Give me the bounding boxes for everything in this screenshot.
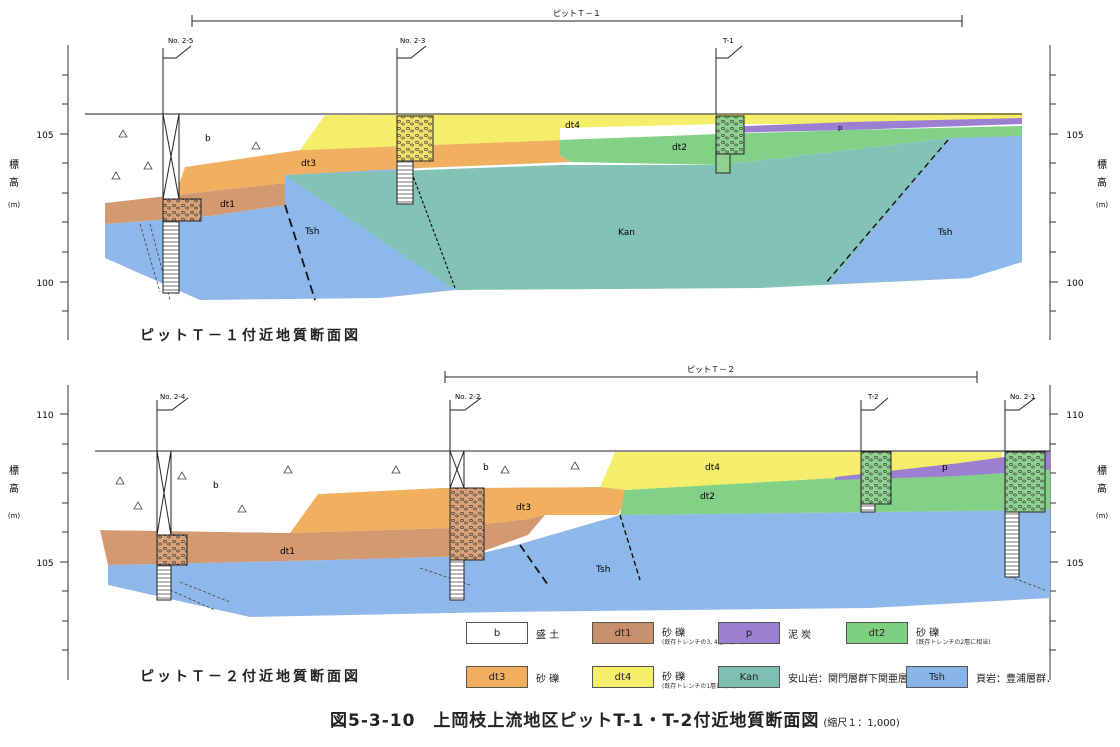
pit-t2-label: ピットＴ－２: [687, 365, 735, 374]
layer-label-dt4: dt4: [705, 463, 720, 473]
legend-note-dt2: (既存トレンチの2層に相当): [916, 639, 991, 646]
elevation-axis-left-2: 110 105 標 高 (m): [8, 385, 69, 680]
legend-text-p: 泥 炭: [788, 630, 812, 641]
borehole-no2-2: No. 2-2: [449, 393, 485, 601]
layer-tsh-right-1: [828, 136, 1022, 284]
elev-tick-100: 100: [36, 279, 53, 289]
legend-swatch-dt2: dt2: [846, 622, 908, 644]
legend-text-kan: 安山岩：関門層群下関亜層群: [788, 674, 918, 685]
legend-swatch-dt4: dt4: [592, 666, 654, 688]
pit-t1-span: ピットＴ－１: [191, 9, 963, 27]
borehole-t2: T-2: [860, 393, 892, 513]
legend-swatch-kan: Kan: [718, 666, 780, 688]
legend-text-dt4: 砂 礫: [662, 672, 686, 683]
section-1-title: ピットＴ－１付近地質断面図: [140, 328, 361, 344]
layer-dt1-2: [100, 515, 545, 565]
elev-tick-100: 100: [1066, 279, 1083, 289]
borehole-no2-4: No. 2-4: [156, 393, 189, 601]
legend: b 盛 土 dt1 砂 礫 (既存トレンチの3, 4層に相当) p 泥 炭 dt…: [466, 622, 1056, 694]
borehole-label: No. 2-3: [400, 37, 425, 45]
borehole-no2-5: No. 2-5: [162, 37, 202, 294]
borehole-label: No. 2-1: [1010, 393, 1035, 401]
legend-text-tsh: 頁岩：豊浦層群．: [976, 674, 1056, 685]
layer-label-p: p: [838, 124, 843, 132]
side-label-char: 標: [9, 464, 19, 477]
layer-label-tsh: Tsh: [595, 565, 610, 575]
legend-text-dt1: 砂 礫: [662, 628, 686, 639]
legend-swatch-b: b: [466, 622, 528, 644]
legend-note-dt4: (既存トレンチの1層に相当): [662, 683, 737, 690]
elev-tick-110: 110: [1066, 411, 1083, 421]
layer-p-1: [720, 118, 1022, 133]
layer-dt2-1: [560, 126, 1022, 165]
borehole-label: T-1: [722, 37, 734, 45]
side-label-char: 高: [9, 176, 19, 189]
elev-tick-105: 105: [36, 559, 53, 569]
layer-label-dt3: dt3: [516, 503, 531, 513]
side-label-unit: (m): [1096, 512, 1109, 520]
layer-label-b: b: [205, 134, 211, 144]
legend-text-dt2: 砂 礫: [916, 628, 940, 639]
layer-dt3-1: [175, 140, 570, 195]
figure-caption-text: 図5-3-10 上岡枝上流地区ピットT-1・T-2付近地質断面図: [330, 711, 820, 731]
layer-label-dt1: dt1: [220, 200, 235, 210]
layer-label-kan: Kan: [618, 228, 635, 238]
legend-text-b: 盛 土: [536, 630, 560, 641]
borehole-no2-1: No. 2-1: [1004, 393, 1046, 578]
legend-text-dt3: 砂 礫: [536, 674, 560, 685]
layer-label-dt2: dt2: [672, 143, 687, 153]
borehole-t1: T-1: [715, 37, 745, 174]
layer-label-tsh: Tsh: [304, 227, 319, 237]
pit-t2-span: ピットＴ－２: [444, 365, 978, 383]
side-label-unit: (m): [8, 512, 21, 520]
borehole-label: No. 2-2: [455, 393, 480, 401]
layer-dt2-2: [620, 470, 1050, 515]
borehole-no2-3: No. 2-3: [396, 37, 434, 205]
layer-label-b: b: [213, 481, 219, 491]
elev-tick-110: 110: [36, 411, 53, 421]
layer-b-2: [95, 452, 615, 533]
elevation-axis-left-1: 105 100 標 高 (m): [8, 45, 69, 340]
figure-caption: 図5-3-10 上岡枝上流地区ピットT-1・T-2付近地質断面図(縮尺１：1,0…: [330, 706, 900, 731]
legend-note-dt1: (既存トレンチの3, 4層に相当): [662, 639, 745, 646]
side-label-unit: (m): [8, 201, 21, 209]
layer-b-1: [85, 114, 325, 224]
legend-swatch-dt3: dt3: [466, 666, 528, 688]
layer-kan-1: [285, 136, 1022, 290]
layer-tsh-2: [108, 510, 1050, 617]
section-2: ピットＴ－２ 110 105 標 高 (m) 110 105 標 高: [8, 365, 1109, 680]
side-label-unit: (m): [1096, 201, 1109, 209]
borehole-label: T-2: [867, 393, 879, 401]
layer-label-dt2: dt2: [700, 492, 715, 502]
elevation-axis-right-1: 105 100 標 高 (m): [1049, 45, 1109, 340]
elev-tick-105: 105: [1066, 559, 1083, 569]
layer-label-p: p: [942, 463, 948, 473]
layer-label-dt3: dt3: [301, 159, 316, 169]
side-label-char: 標: [1097, 464, 1107, 477]
elev-tick-105: 105: [1066, 131, 1083, 141]
layer-dt4-1: [300, 113, 1022, 150]
side-label-char: 高: [1097, 176, 1107, 189]
layer-label-dt1: dt1: [280, 547, 295, 557]
layer-label-b: b: [483, 463, 489, 473]
legend-swatch-tsh: Tsh: [906, 666, 968, 688]
layer-dt4-2: [600, 452, 1002, 490]
layer-label-dt4: dt4: [565, 121, 580, 131]
figure-caption-scale: (縮尺１：1,000): [823, 718, 900, 729]
side-label-char: 標: [1097, 158, 1107, 171]
section-1: ピットＴ－１ 105 100 標 高 (m) 105 100 標 高: [8, 9, 1109, 340]
borehole-label: No. 2-5: [168, 37, 193, 45]
layer-label-tsh: Tsh: [937, 228, 952, 238]
side-label-char: 標: [9, 158, 19, 171]
borehole-label: No. 2-4: [160, 393, 186, 401]
elev-tick-105: 105: [36, 131, 53, 141]
legend-swatch-p: p: [718, 622, 780, 644]
side-label-char: 高: [9, 482, 19, 495]
section-2-title: ピットＴ－２付近地質断面図: [140, 669, 361, 685]
pit-t1-label: ピットＴ－１: [553, 9, 601, 18]
side-label-char: 高: [1097, 482, 1107, 495]
elevation-axis-right-2: 110 105 標 高 (m): [1049, 385, 1109, 680]
legend-swatch-dt1: dt1: [592, 622, 654, 644]
